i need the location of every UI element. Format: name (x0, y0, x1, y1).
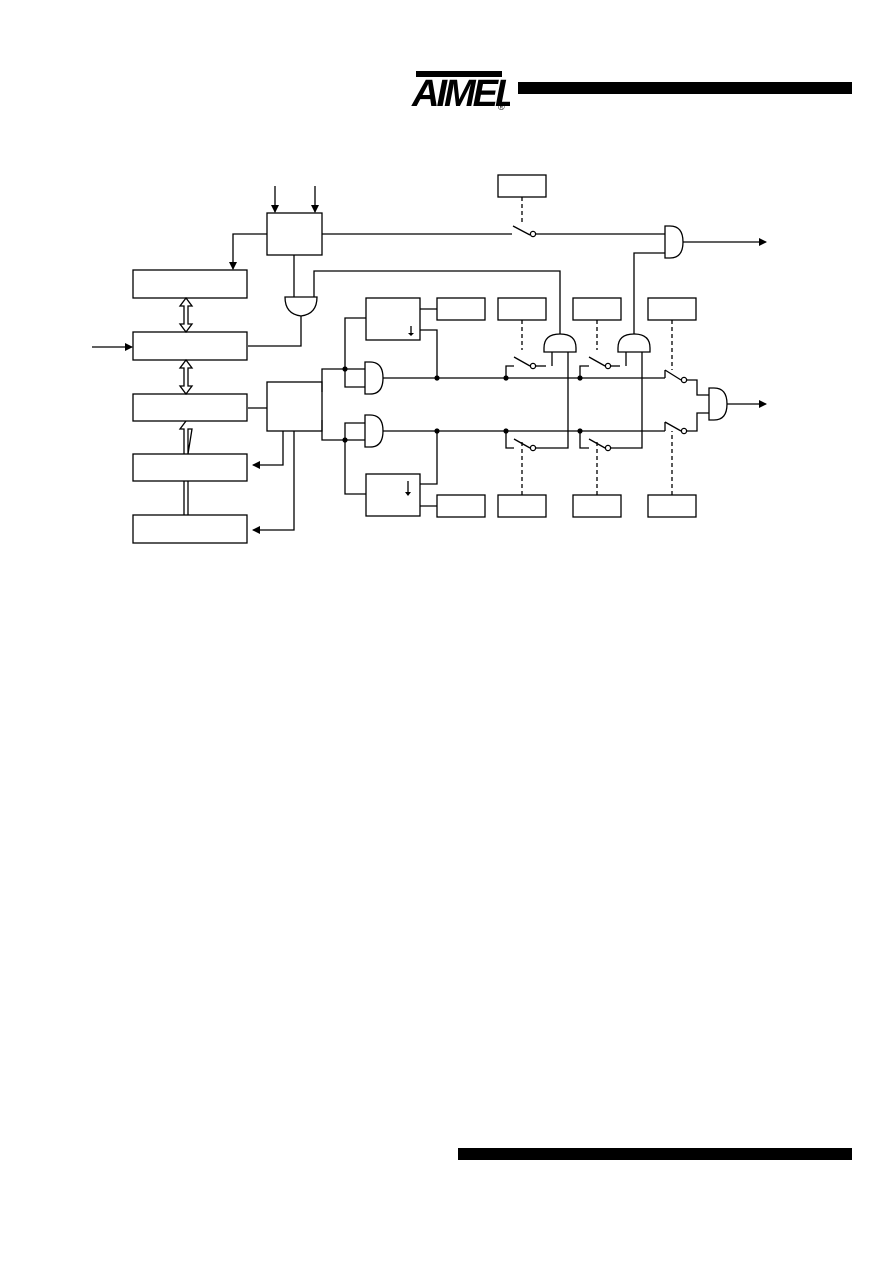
switch-top-contact (529, 230, 537, 238)
arrowhead-up-counter (408, 333, 414, 336)
atmel-logo: AIMEL ® (411, 71, 510, 112)
switch-b2-lead (579, 431, 589, 449)
counter-block-up (365, 297, 421, 341)
gate-feedback-to-and (633, 252, 665, 334)
counter-up-to-and-a (344, 317, 366, 388)
switch-b1-to-gate (536, 352, 569, 449)
or-gate-control (284, 296, 318, 317)
junction-5 (503, 375, 509, 381)
register-block-1 (132, 269, 248, 299)
logo-wordmark: AIMEL (411, 73, 510, 112)
or-to-register-2 (248, 316, 302, 347)
switch-a1 (513, 356, 531, 367)
central-block (266, 381, 323, 432)
switch-r2-contact (680, 427, 688, 435)
register-block-3 (132, 393, 248, 422)
bus-arrow-2-3 (178, 358, 194, 396)
register-block-4 (132, 453, 248, 482)
and-gate-mid-2 (617, 333, 651, 353)
logo-top-stripe (416, 71, 502, 77)
counter-up-to-channel-a (420, 329, 438, 378)
switch-r2-to-and (687, 412, 709, 432)
switch-r1-contact (680, 376, 688, 384)
control-to-register-1 (229, 233, 267, 270)
compare-register-bottom-3 (572, 494, 622, 518)
control-block (266, 212, 323, 256)
bus-line-4-5 (183, 481, 189, 515)
counter-block-down (365, 473, 421, 517)
register-block-5 (132, 514, 248, 544)
mode-register-top (497, 174, 547, 198)
junction-4 (434, 428, 440, 434)
compare-register-bottom-4 (647, 494, 697, 518)
compare-register-top-2 (497, 297, 547, 321)
switch-b1-lead (505, 431, 514, 449)
compare-register-top-1 (436, 297, 486, 321)
central-to-register-5 (252, 431, 295, 534)
and-gate-output-top (664, 225, 684, 259)
junction-3 (434, 375, 440, 381)
counter-down-to-and-b (344, 422, 366, 495)
logo-trademark: ® (498, 102, 505, 112)
switch-r1 (664, 369, 682, 381)
compare-register-top-4 (647, 297, 697, 321)
and-gate-channel-a (364, 361, 384, 395)
junction-8 (577, 428, 583, 434)
central-to-register-4 (252, 431, 284, 469)
switch-a2-contact (604, 362, 612, 370)
or-feedback-line (313, 270, 561, 334)
switch-a2-lead (579, 365, 589, 378)
compare-register-bottom-2 (497, 494, 547, 518)
switch-b2 (588, 438, 606, 449)
switch-a1-lead (505, 365, 514, 378)
central-to-and-b (321, 420, 365, 441)
compare-register-bottom-1 (436, 494, 486, 518)
switch-b2-contact (604, 444, 612, 452)
header-rule (518, 82, 852, 94)
register-block-2 (132, 331, 248, 361)
switch-a1-contact (529, 362, 537, 370)
switch-b1-contact (529, 444, 537, 452)
switch-r1-to-and (687, 379, 709, 396)
and-gate-channel-b (364, 414, 384, 448)
switch-b1 (513, 438, 531, 449)
junction-2 (342, 437, 348, 443)
bus-arrow-3-4 (178, 420, 193, 455)
switch-top (512, 225, 531, 236)
arrowhead-down-counter (405, 492, 411, 496)
junction-6 (503, 428, 509, 434)
footer-rule (458, 1148, 852, 1160)
switch-a2 (588, 356, 606, 367)
central-to-and-a (321, 368, 365, 392)
counter-down-to-channel-b (420, 431, 438, 485)
switch-b2-to-gate (611, 352, 643, 449)
and-gate-mid-1 (543, 333, 577, 353)
bus-arrow-1-2 (178, 296, 194, 334)
switch-r2 (664, 421, 682, 432)
junction-1 (342, 366, 348, 372)
compare-register-top-3 (572, 297, 622, 321)
junction-7 (577, 375, 583, 381)
and-gate-output-bottom (708, 387, 728, 421)
